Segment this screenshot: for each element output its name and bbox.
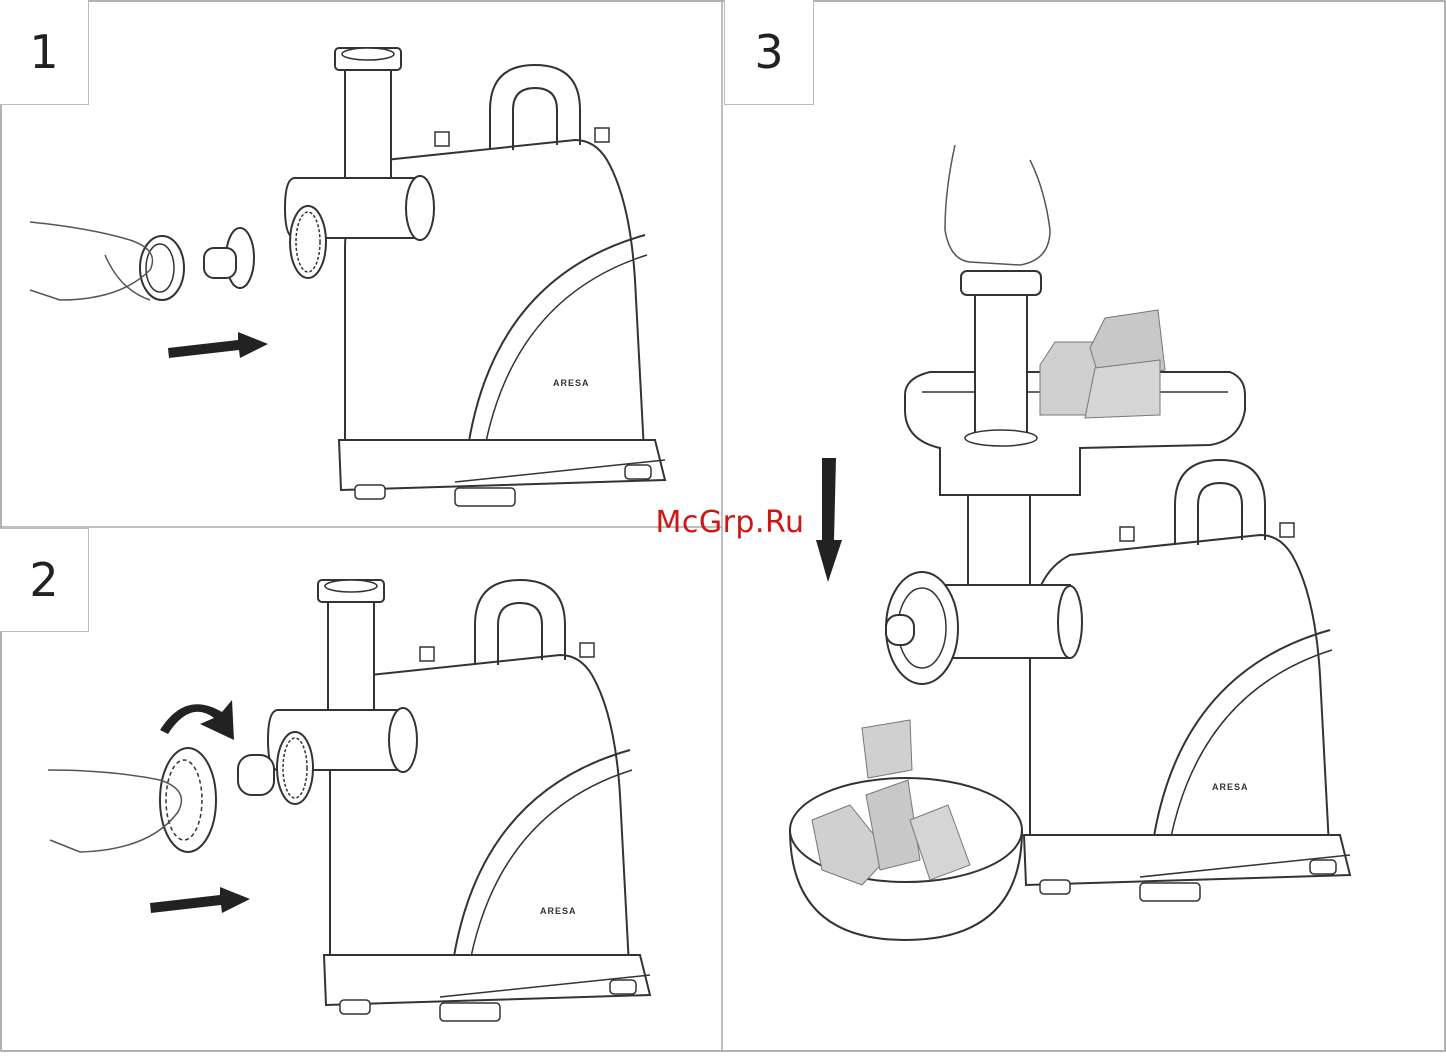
brand-logo-1: ARESA	[553, 378, 590, 388]
ring-knob-part	[160, 748, 216, 852]
step-number-3: 3	[724, 0, 814, 105]
panel-2-illustration	[48, 580, 650, 1021]
panel-1-illustration	[30, 48, 665, 506]
rotate-arrow	[160, 700, 234, 740]
hand-3	[945, 145, 1050, 265]
watermark: McGrp.Ru	[630, 505, 830, 540]
meat-pieces-tray	[1040, 310, 1165, 418]
ring-knob-front	[886, 572, 958, 684]
step-number-1: 1	[0, 0, 89, 105]
step-number-2: 2	[0, 528, 89, 632]
hand-1	[30, 222, 153, 300]
brand-logo-2: ARESA	[540, 906, 577, 916]
cutter-part	[204, 228, 254, 288]
bowl	[790, 720, 1022, 940]
ring-part	[140, 236, 184, 300]
panel-3-illustration	[790, 145, 1350, 940]
brand-logo-3: ARESA	[1212, 782, 1249, 792]
